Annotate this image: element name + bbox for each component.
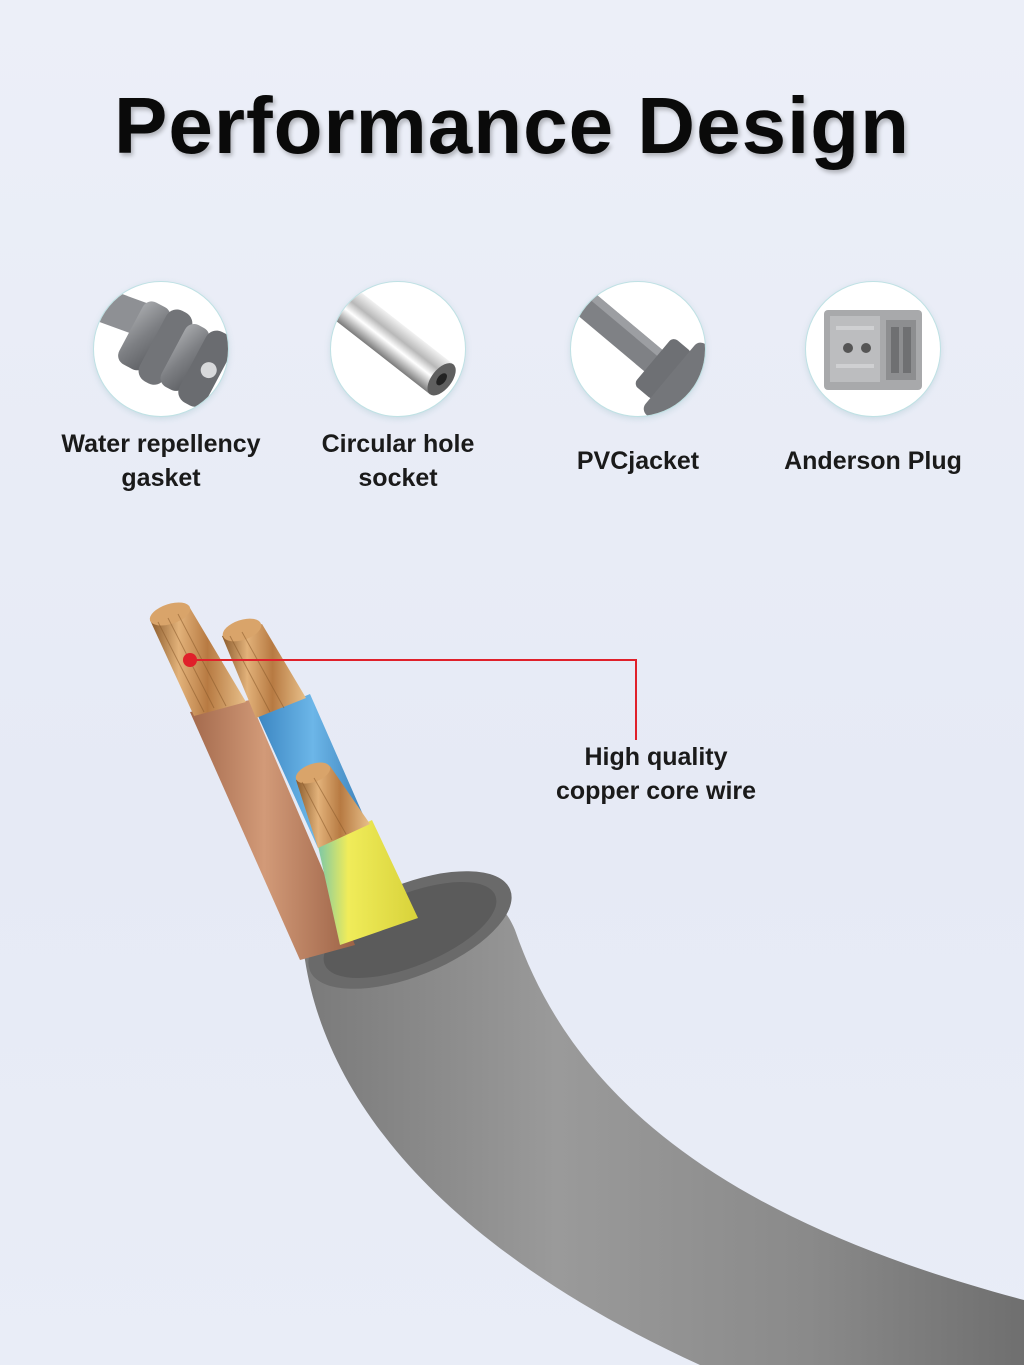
feature-anderson-plug: Anderson Plug: [753, 281, 993, 478]
yellow-green-wire: [295, 762, 418, 945]
feature-label-line1: Circular hole: [321, 430, 475, 458]
feature-water-repellency-gasket: Water repellency gasket: [41, 281, 281, 495]
jacket-icon: [570, 281, 706, 417]
socket-icon: [330, 281, 466, 417]
feature-label-line2: socket: [358, 464, 438, 492]
cable-jacket: [304, 880, 1024, 1365]
feature-label-line1: Anderson Plug: [784, 447, 962, 475]
feature-circular-hole-socket: Circular hole socket: [278, 281, 518, 495]
feature-label-line1: Water repellency: [61, 430, 261, 458]
gasket-icon: [93, 281, 229, 417]
feature-label-line1: PVCjacket: [576, 447, 700, 475]
callout-line2: copper core wire: [555, 777, 757, 805]
brown-wire: [149, 602, 355, 960]
page-title: Performance Design: [113, 81, 911, 170]
feature-pvc-jacket: PVCjacket: [518, 281, 758, 478]
copper-callout-pointer: [183, 653, 637, 740]
callout-line1: High quality: [584, 743, 728, 771]
feature-label-line2: gasket: [121, 464, 201, 492]
anderson-plug-icon: [805, 281, 941, 417]
copper-core-callout: High quality copper core wire: [520, 740, 792, 808]
